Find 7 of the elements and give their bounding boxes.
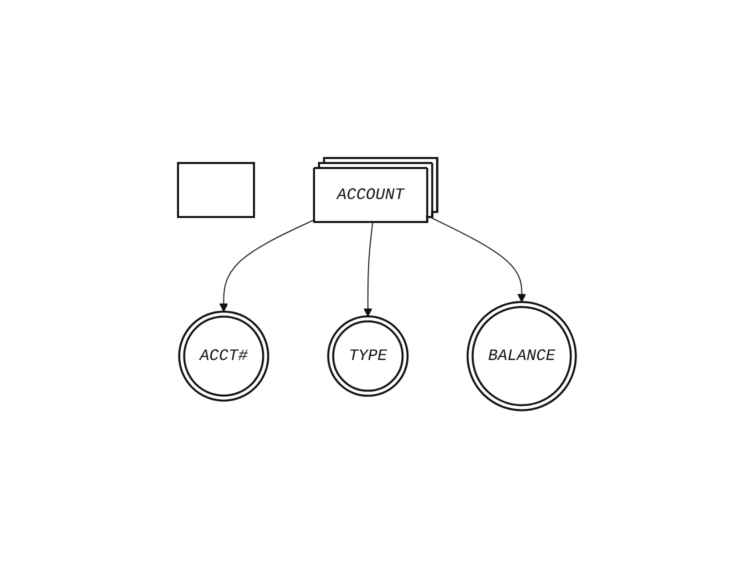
node-circle: TYPE bbox=[327, 315, 409, 397]
arrow bbox=[219, 219, 316, 312]
arrow bbox=[364, 222, 374, 317]
node-box bbox=[177, 162, 256, 218]
node-circle: ACCT# bbox=[178, 310, 270, 402]
arrow bbox=[430, 216, 526, 302]
node-circle: BALANCE bbox=[466, 300, 577, 412]
